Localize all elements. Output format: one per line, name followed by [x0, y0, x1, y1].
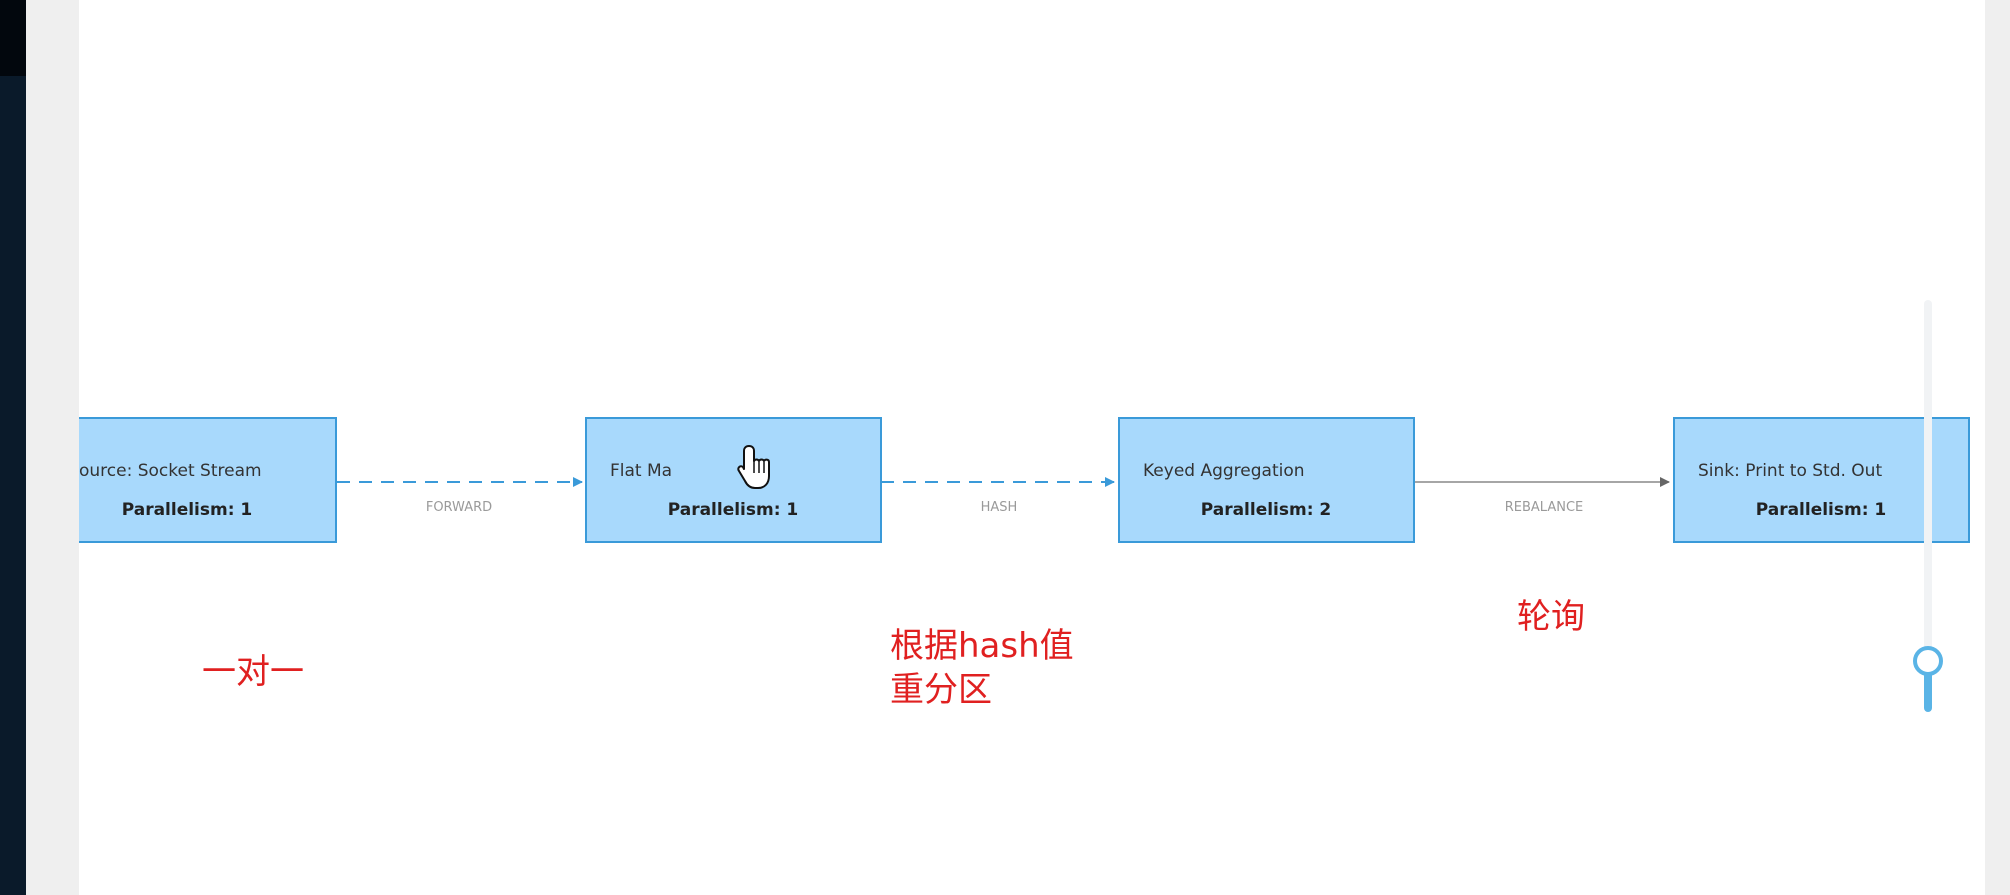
node-name: Keyed Aggregation — [1143, 461, 1305, 481]
edge-forward[interactable]: FORWARD — [337, 477, 583, 515]
edge-hash[interactable]: HASH — [881, 477, 1115, 515]
edge-label-forward: FORWARD — [426, 500, 492, 515]
node-keyed-aggregation[interactable]: Keyed Aggregation Parallelism: 2 — [1118, 417, 1415, 543]
left-sidebar — [0, 0, 26, 895]
annotation-forward: 一对一 — [202, 652, 304, 692]
node-parallelism: Parallelism: 1 — [668, 500, 799, 520]
node-source[interactable]: ource: Socket Stream Parallelism: 1 — [79, 417, 337, 543]
edge-label-rebalance: REBALANCE — [1505, 500, 1584, 515]
edge-label-hash: HASH — [981, 500, 1018, 515]
node-name: ource: Socket Stream — [79, 461, 262, 481]
node-parallelism: Parallelism: 1 — [1756, 500, 1887, 520]
node-flat-map[interactable]: Flat Ma Parallelism: 1 — [585, 417, 882, 543]
job-graph-svg[interactable]: FORWARD HASH REBALANCE ource: Socket Str… — [79, 0, 1985, 895]
zoom-slider-handle[interactable] — [1913, 646, 1943, 676]
zoom-slider-fill — [1924, 670, 1932, 712]
node-parallelism: Parallelism: 2 — [1201, 500, 1332, 520]
hand-pointer-icon — [737, 445, 770, 489]
node-name: Flat Ma — [610, 461, 672, 481]
edge-rebalance[interactable]: REBALANCE — [1415, 477, 1670, 515]
left-sidebar-top — [0, 0, 26, 76]
node-name: Sink: Print to Std. Out — [1698, 461, 1882, 481]
node-parallelism: Parallelism: 1 — [122, 500, 253, 520]
annotation-hash: 根据hash值 重分区 — [890, 626, 1074, 710]
job-graph-canvas[interactable]: FORWARD HASH REBALANCE ource: Socket Str… — [79, 0, 1985, 895]
annotation-rebalance: 轮询 — [1517, 597, 1585, 637]
node-sink[interactable]: Sink: Print to Std. Out Parallelism: 1 — [1673, 417, 1970, 543]
zoom-slider-track[interactable] — [1924, 300, 1932, 710]
